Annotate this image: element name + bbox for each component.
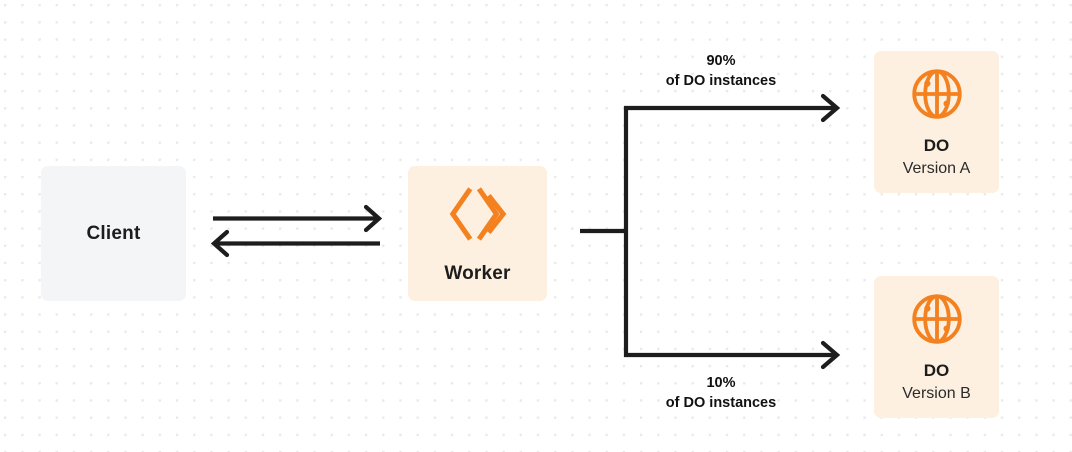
arrow-client-to-worker: [213, 204, 383, 233]
edge-label-do-b-percent: 10%: [706, 375, 736, 391]
arrow-worker-to-client: [210, 229, 380, 258]
arrow-worker-to-do-b: [624, 340, 841, 370]
node-do-version-a: DO Version A: [874, 51, 999, 193]
edge-label-do-b-description: of DO instances: [665, 394, 777, 411]
node-worker-label: Worker: [444, 262, 511, 284]
node-do-a-label: DO: [923, 135, 950, 155]
node-do-b-label: DO: [923, 360, 950, 380]
globe-icon: [909, 66, 965, 122]
edge-label-do-a-percent: 90%: [706, 53, 736, 69]
globe-icon: [909, 291, 965, 347]
node-client: Client: [41, 166, 186, 301]
node-do-version-b: DO Version B: [874, 276, 999, 418]
edge-label-do-b: 10% of DO instances: [640, 374, 802, 413]
cloudflare-workers-icon: [447, 183, 509, 245]
edge-label-do-a-description: of DO instances: [665, 72, 777, 89]
node-do-a-sublabel: Version A: [902, 160, 971, 178]
arrow-worker-to-do-a: [624, 93, 841, 123]
connector-worker-fork: [580, 106, 629, 357]
node-client-label: Client: [86, 222, 141, 244]
edge-label-do-a: 90% of DO instances: [640, 52, 802, 91]
node-do-b-sublabel: Version B: [902, 385, 971, 403]
node-worker: Worker: [408, 166, 547, 301]
